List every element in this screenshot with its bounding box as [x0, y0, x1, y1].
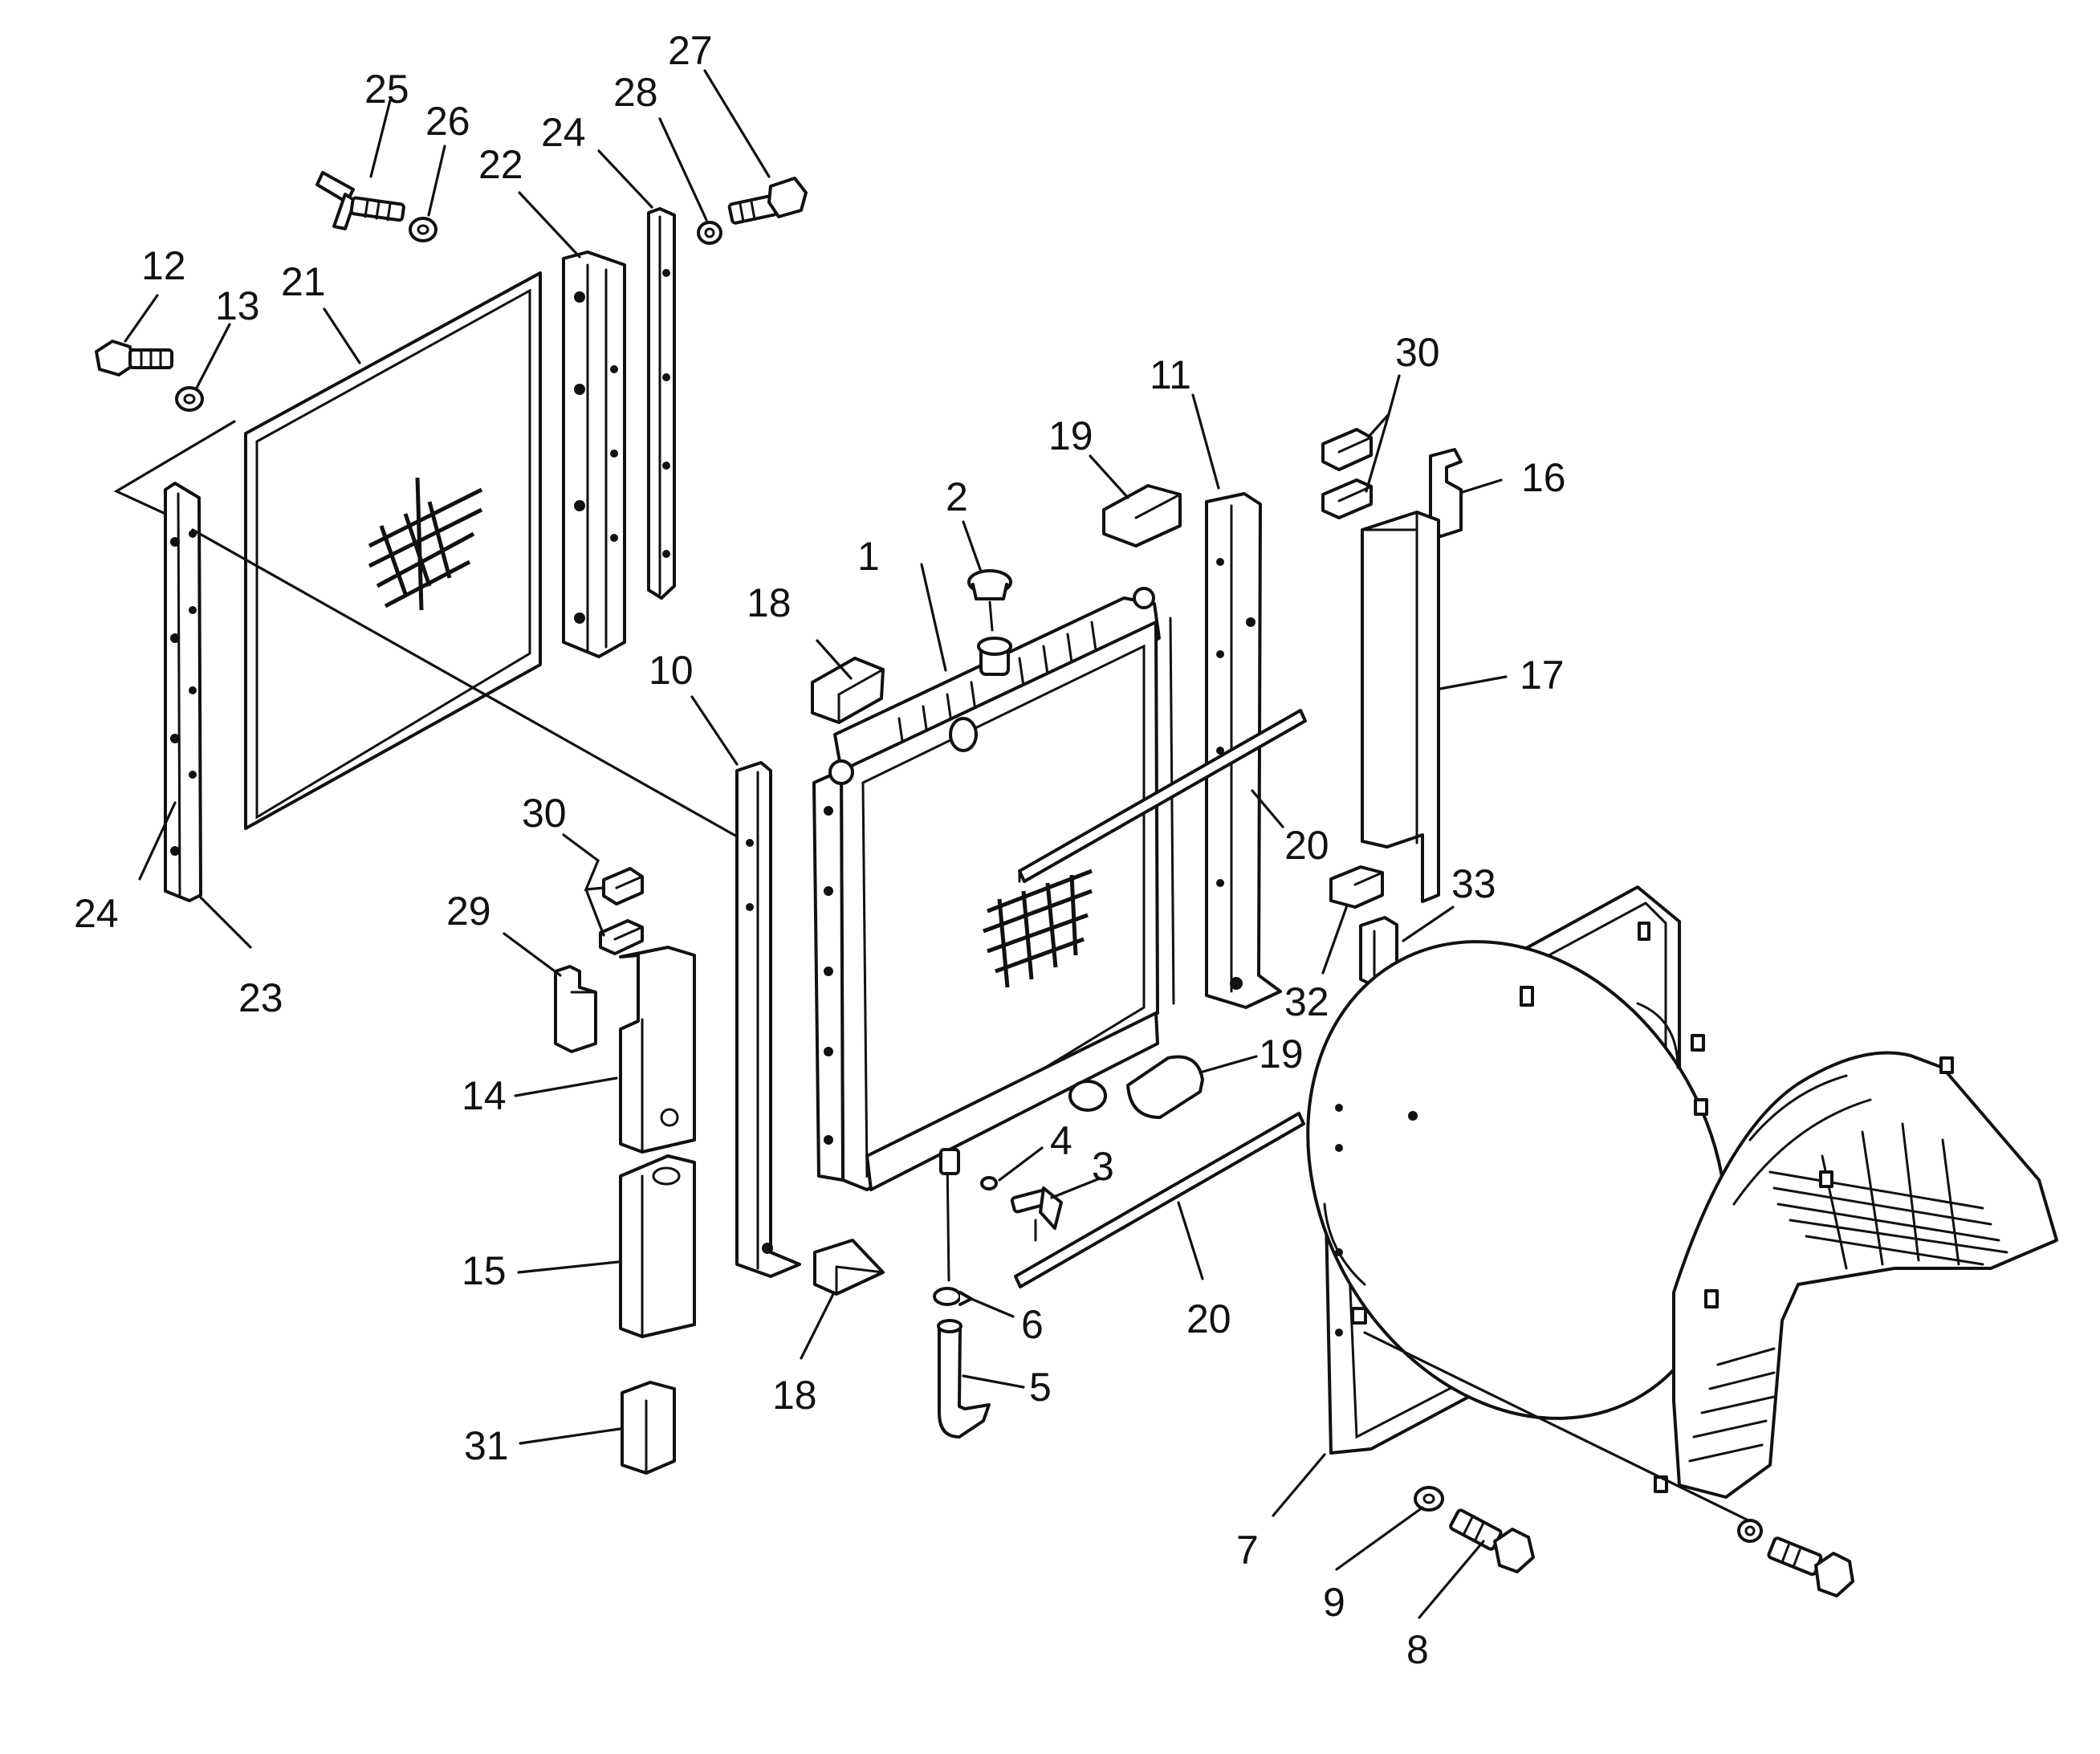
label-20a: 20: [1284, 823, 1329, 868]
clamp-part-6: [933, 1287, 973, 1306]
label-18a: 18: [747, 580, 792, 625]
label-17: 17: [1520, 653, 1565, 698]
label-19a: 19: [1048, 413, 1093, 458]
pad-part-30-right-lower: [1321, 478, 1373, 519]
drain-fitting: [939, 1148, 960, 1175]
label-33: 33: [1451, 861, 1496, 906]
fan-guard: [1654, 1051, 2058, 1499]
guide-line-guard: [1363, 1331, 1752, 1523]
seal-strip-part-20-lower: [1014, 1112, 1305, 1288]
washer-part-28: [697, 221, 722, 245]
screen-frame-part-21: [244, 271, 542, 830]
washer-guard: [1737, 1519, 1763, 1543]
label-12: 12: [141, 243, 186, 288]
o-ring-part-4: [980, 1176, 998, 1190]
label-9: 9: [1323, 1580, 1345, 1625]
pad-part-19-lower: [1126, 1055, 1204, 1119]
label-25: 25: [364, 67, 409, 112]
label-30b: 30: [522, 791, 567, 836]
fan-shroud-part-7: [1306, 885, 1728, 1455]
label-20b: 20: [1186, 1296, 1231, 1341]
label-4: 4: [1050, 1118, 1072, 1163]
label-28: 28: [613, 70, 658, 115]
seal-strip-part-20-upper: [1018, 709, 1307, 883]
pad-part-18-upper: [811, 657, 885, 724]
radiator-cap-part-2: [967, 569, 1012, 632]
baffle-part-17: [1361, 511, 1440, 903]
pad-part-18-lower: [813, 1239, 885, 1296]
guide-line-frame: [191, 528, 739, 838]
baffle-part-15: [619, 1154, 696, 1338]
label-21: 21: [281, 259, 326, 304]
label-7: 7: [1236, 1528, 1259, 1573]
guide-line-bolt: [113, 420, 236, 515]
part-number-labels: 1 2 3 4 5 6 7 8 9 10 11 12 13 14 15 16 1…: [74, 28, 1566, 1672]
label-11: 11: [1150, 352, 1191, 397]
label-8: 8: [1406, 1627, 1429, 1672]
bolt-part-27: [727, 177, 808, 225]
label-5: 5: [1029, 1365, 1052, 1410]
label-14: 14: [462, 1073, 507, 1118]
label-1: 1: [857, 534, 880, 579]
pad-part-30-right-upper: [1321, 428, 1373, 471]
label-18b: 18: [772, 1373, 817, 1418]
label-31: 31: [464, 1423, 509, 1468]
label-10: 10: [649, 648, 694, 693]
strip-part-24-upper: [647, 207, 676, 600]
leader-lines: [124, 69, 1508, 1619]
washer-part-13: [175, 386, 204, 412]
pad-part-32: [1329, 865, 1384, 909]
label-6: 6: [1021, 1302, 1044, 1347]
label-23: 23: [238, 975, 283, 1020]
bolt-guard: [1767, 1536, 1854, 1597]
wing-bolt-part-25: [315, 171, 405, 230]
label-15: 15: [462, 1248, 507, 1293]
hose-part-5: [937, 1319, 991, 1439]
label-32: 32: [1284, 979, 1329, 1024]
label-13: 13: [215, 283, 260, 328]
label-24a: 24: [74, 891, 119, 936]
label-26: 26: [425, 99, 470, 144]
label-16: 16: [1521, 455, 1566, 500]
label-19b: 19: [1259, 1032, 1304, 1076]
pad-part-30-left-lower: [599, 919, 644, 955]
label-22: 22: [478, 142, 523, 187]
label-29: 29: [446, 889, 491, 934]
label-30a: 30: [1395, 330, 1440, 375]
pad-part-30-left-upper: [602, 867, 644, 905]
washer-part-26: [409, 217, 438, 242]
block-part-31: [621, 1381, 676, 1475]
bolt-part-12: [95, 340, 173, 376]
label-27: 27: [668, 28, 713, 73]
vertical-bracket-part-10: [735, 761, 801, 1278]
pad-part-19-upper: [1102, 484, 1182, 547]
radiator-core-part-1: [812, 587, 1175, 1191]
washer-part-9: [1414, 1486, 1444, 1512]
strip-part-23: [164, 482, 202, 902]
drain-cock-part-3: [1010, 1186, 1063, 1242]
baffle-part-14: [619, 946, 696, 1154]
hose-guide-line: [946, 1154, 950, 1282]
side-bracket-part-22: [562, 250, 626, 658]
block-part-29: [554, 965, 597, 1053]
bolt-part-8: [1449, 1508, 1535, 1573]
label-24b: 24: [541, 110, 586, 155]
label-2: 2: [946, 474, 968, 519]
label-3: 3: [1092, 1144, 1114, 1189]
